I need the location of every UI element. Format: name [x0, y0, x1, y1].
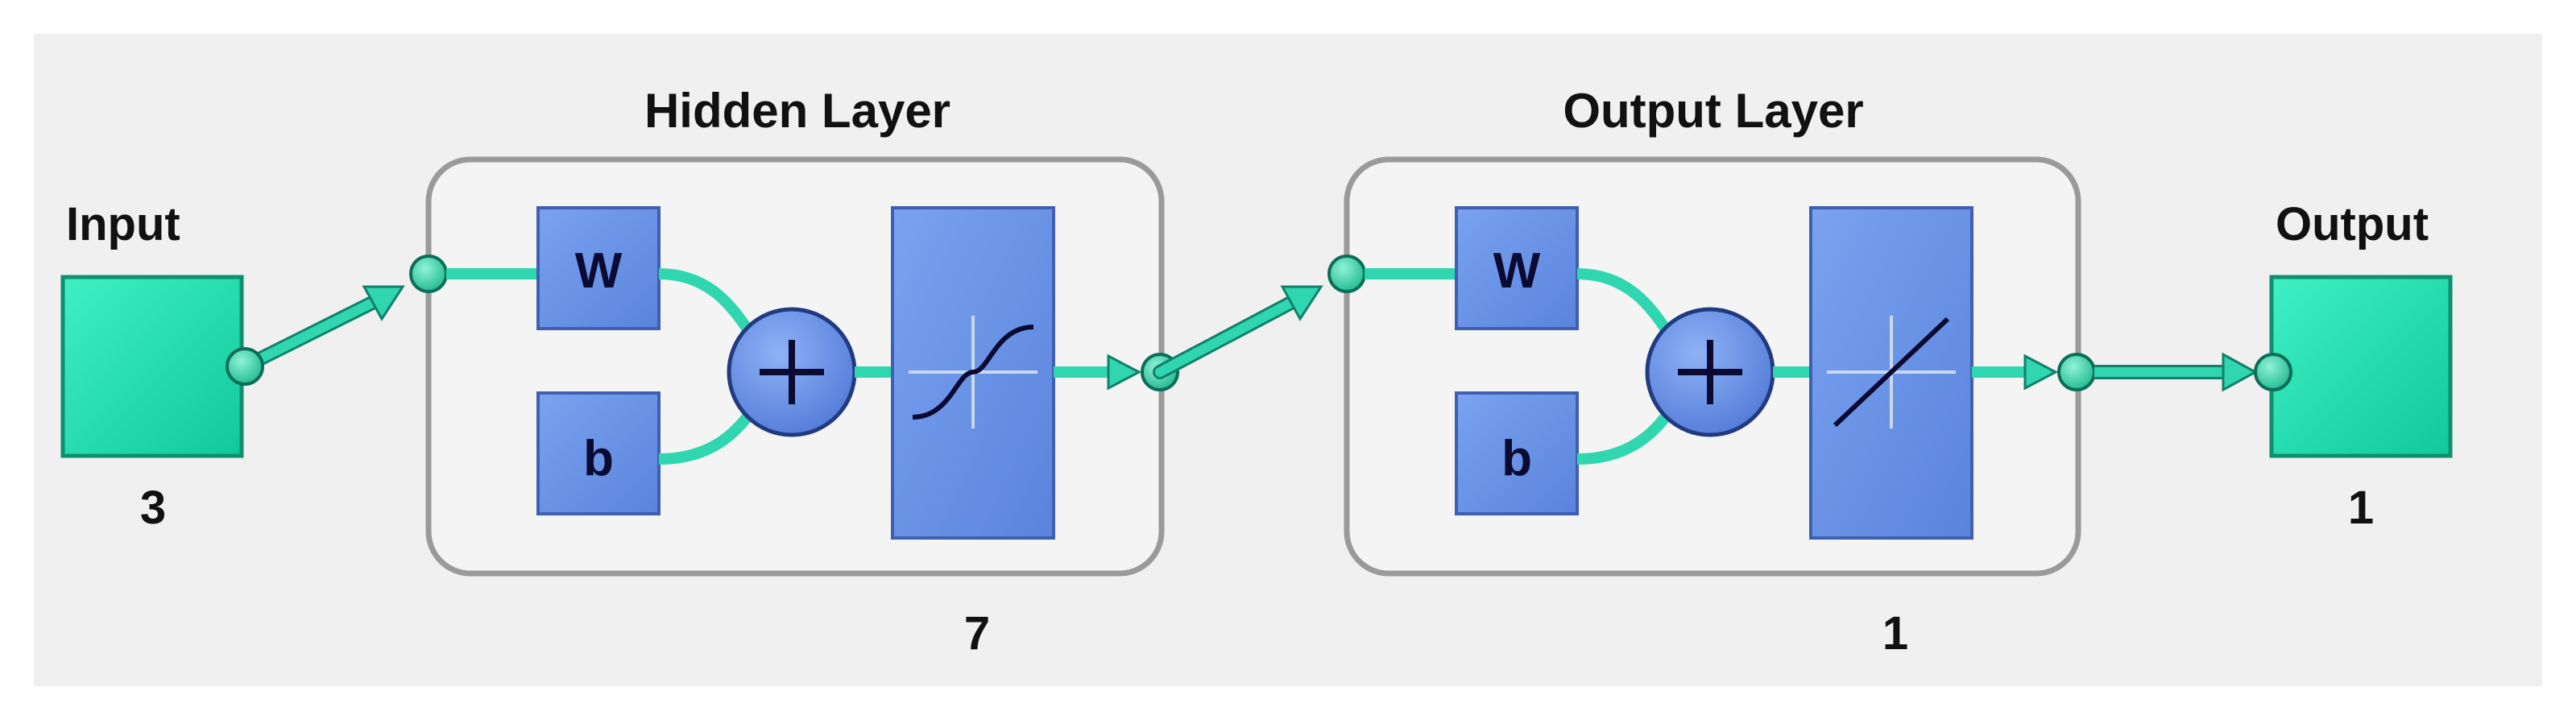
- output-layer-title: Output Layer: [1563, 84, 1863, 138]
- hidden-layer-title: Hidden Layer: [644, 84, 950, 138]
- sigmoid-curve-icon: [912, 325, 1034, 420]
- hidden-weight-label: W: [575, 243, 623, 299]
- output-bias-label: b: [1501, 431, 1532, 486]
- input-output-node: [226, 347, 264, 386]
- output-layer-output-node: [2057, 353, 2096, 391]
- output-block: [2269, 275, 2453, 458]
- output-weight-label: W: [1493, 243, 1541, 299]
- plus-circle-icon: [760, 340, 824, 404]
- linear-line-icon: [1833, 317, 1950, 428]
- input-arrowhead: [362, 285, 405, 321]
- output-size: 1: [2348, 482, 2374, 534]
- output-input-node: [2254, 353, 2292, 391]
- output-label: Output: [2276, 198, 2429, 250]
- input-label: Input: [66, 198, 180, 250]
- output-layer-arrowhead: [2023, 354, 2059, 391]
- hidden-bias-block: [536, 391, 661, 515]
- output-layer-size: 1: [1882, 607, 1908, 660]
- hidden-layer-input-node: [409, 254, 448, 293]
- input-size: 3: [140, 482, 166, 534]
- output-bias-block: [1455, 391, 1579, 515]
- hidden-layer-arrowhead: [1107, 354, 1142, 391]
- output-layer-input-node: [1327, 254, 1366, 293]
- hidden-weight-block: [536, 206, 661, 330]
- plus-circle-icon: [1678, 340, 1742, 404]
- diagram-panel: [34, 34, 2542, 686]
- output-arrowhead: [2222, 352, 2259, 392]
- input-block: [60, 275, 244, 458]
- hidden-bias-label: b: [583, 431, 614, 486]
- hidden-layer-size: 7: [964, 607, 990, 660]
- hidden-to-output-arrowhead: [1280, 285, 1323, 321]
